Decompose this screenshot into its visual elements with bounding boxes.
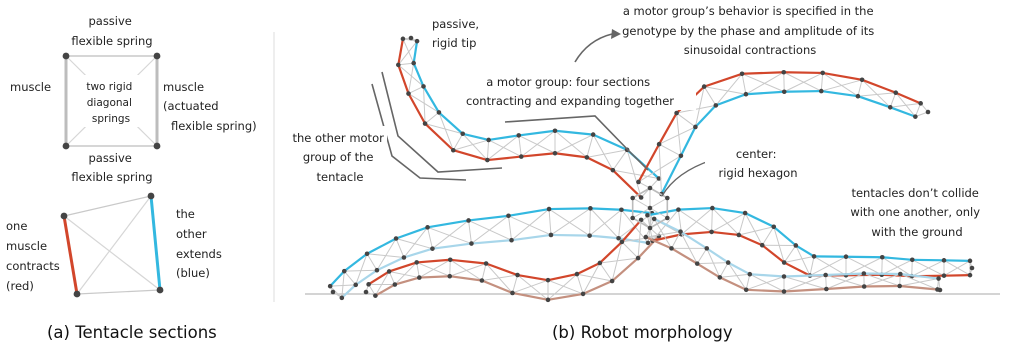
deformed-section-diagram [60,192,164,298]
caption-a: (a) Tentacle sections [47,323,217,342]
other-group-bracket [381,71,503,173]
left-muscle-label: muscle [10,80,51,94]
other-motor-group-label: the other motor group of the tentacle [293,131,388,184]
right-muscle-label: muscle (actuated flexible spring) [163,80,257,133]
tentacle-ground-right [643,216,943,294]
rigid-tip-label: passive, rigid tip [432,17,483,50]
contract-label: one muscle contracts (red) [6,219,63,293]
center-hexagon-label: center: rigid hexagon [718,147,797,180]
bottom-spring-label: passive flexible spring [71,151,152,184]
motor-phase-label: a motor group’s behavior is specified in… [622,4,878,57]
motor-group-label: a motor group: four sections contracting… [466,75,674,108]
top-spring-label: passive flexible spring [71,14,152,48]
tentacle-lower-right [645,205,975,279]
center-rigid-hexagon [630,185,670,231]
tentacle-upper-left [396,35,662,200]
caption-b: (b) Robot morphology [552,323,733,342]
square-section-diagram [62,52,161,150]
extend-label: the other extends (blue) [176,207,226,280]
motor-group-bracket [504,115,649,171]
phase-arrow [574,33,613,63]
panel-a: passive flexible spring muscle two rigid… [6,14,257,298]
robot-tentacles [327,35,975,303]
tentacle-lower-mid [363,217,662,303]
tentacle-upper-right [636,69,931,197]
tentacle-lower-left [327,206,655,301]
collision-label: tentacles don’t collide with one another… [850,186,983,239]
panel-b: passive, rigid tip a motor group’s behav… [293,4,1002,303]
rigid-diagonal-label: two rigid diagonal springs [86,81,135,125]
other-group-bracket-outer [371,83,467,181]
phase-arrowhead [611,29,621,39]
